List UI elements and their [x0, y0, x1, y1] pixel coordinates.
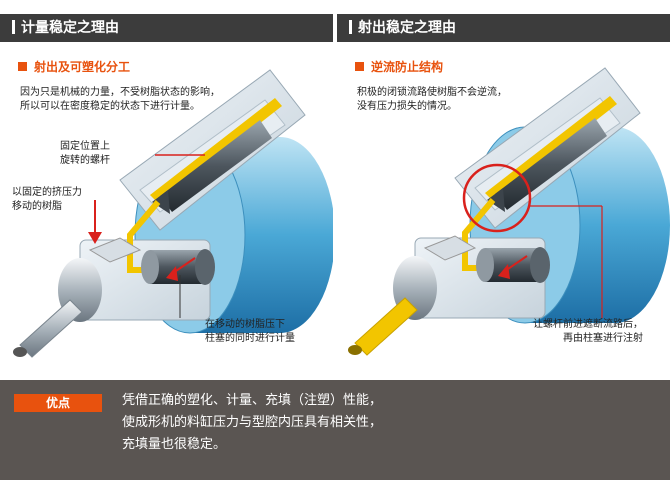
- nozzle-tip: [13, 347, 27, 357]
- left-header-text: 计量稳定之理由: [21, 20, 119, 36]
- nozzle: [19, 299, 83, 358]
- right-description: 积极的闭锁流路使树脂不会逆流， 没有压力损失的情况。: [357, 87, 507, 112]
- header-bar: [12, 20, 15, 34]
- screw: [495, 118, 607, 210]
- plunger-front: [141, 250, 159, 284]
- right-panel: 射出稳定之理由 逆流防止结构: [337, 0, 670, 375]
- right-subtitle: 逆流防止结构: [355, 58, 443, 75]
- plunger-front: [476, 248, 494, 282]
- valve-block: [423, 235, 477, 261]
- screw-tip: [487, 188, 505, 212]
- right-machine-diagram: [348, 67, 670, 356]
- advantage-line: 使成形机的料缸压力与型腔内压具有相关性，: [122, 415, 383, 430]
- nozzle-filled: [354, 297, 418, 356]
- left-description: 因为只是机械的力量，不受树脂状态的影响， 所以可以在密度稳定的状态下进行计量。: [20, 87, 220, 112]
- advantage-line: 凭借正确的塑化、计量、充填（注塑）性能，: [122, 393, 383, 408]
- plunger-arrow-head-icon: [498, 264, 510, 279]
- left-subtitle: 射出及可塑化分工: [18, 58, 130, 75]
- plunger-end: [530, 247, 550, 283]
- square-bullet-icon: [18, 62, 27, 71]
- advantage-line: 充填量也很稳定。: [122, 437, 227, 452]
- square-bullet-icon: [355, 62, 364, 71]
- left-subtitle-text: 射出及可塑化分工: [34, 60, 131, 74]
- plunger-end: [195, 249, 215, 285]
- right-header-text: 射出稳定之理由: [358, 20, 456, 36]
- screw: [160, 120, 272, 212]
- left-header: 计量稳定之理由: [0, 14, 333, 42]
- label-plunger-metering: 在移动的树脂压下 柱塞的同时进行计量: [205, 319, 295, 344]
- left-machine-diagram: [13, 69, 333, 358]
- screw-tip: [152, 190, 170, 214]
- advantage-badge: 优点: [14, 394, 102, 412]
- resin-band: [150, 98, 282, 203]
- resin-arrow-head-icon: [88, 232, 102, 244]
- left-panel: 计量稳定之理由 射出及可塑化分工: [0, 0, 333, 375]
- valve-block: [88, 237, 142, 263]
- right-header: 射出稳定之理由: [337, 14, 670, 42]
- nozzle-tip: [348, 345, 362, 355]
- label-fixed-screw: 固定位置上 旋转的螺杆: [60, 141, 110, 166]
- header-bar: [349, 20, 352, 34]
- advantage-text: 凭借正确的塑化、计量、充填（注塑）性能， 使成形机的料缸压力与型腔内压具有相关性…: [122, 390, 382, 456]
- plunger-arrow-head-icon: [166, 266, 178, 281]
- advantage-footer: 优点 凭借正确的塑化、计量、充填（注塑）性能， 使成形机的料缸压力与型腔内压具有…: [0, 380, 670, 480]
- label-screw-forward-inject: 让螺杆前进遮断流路后， 再由柱塞进行注射: [533, 319, 643, 344]
- backflow-highlight-circle: [462, 163, 532, 233]
- resin-band: [485, 96, 617, 201]
- right-subtitle-text: 逆流防止结构: [371, 60, 444, 74]
- label-moving-resin: 以固定的挤压力 移动的树脂: [12, 187, 82, 212]
